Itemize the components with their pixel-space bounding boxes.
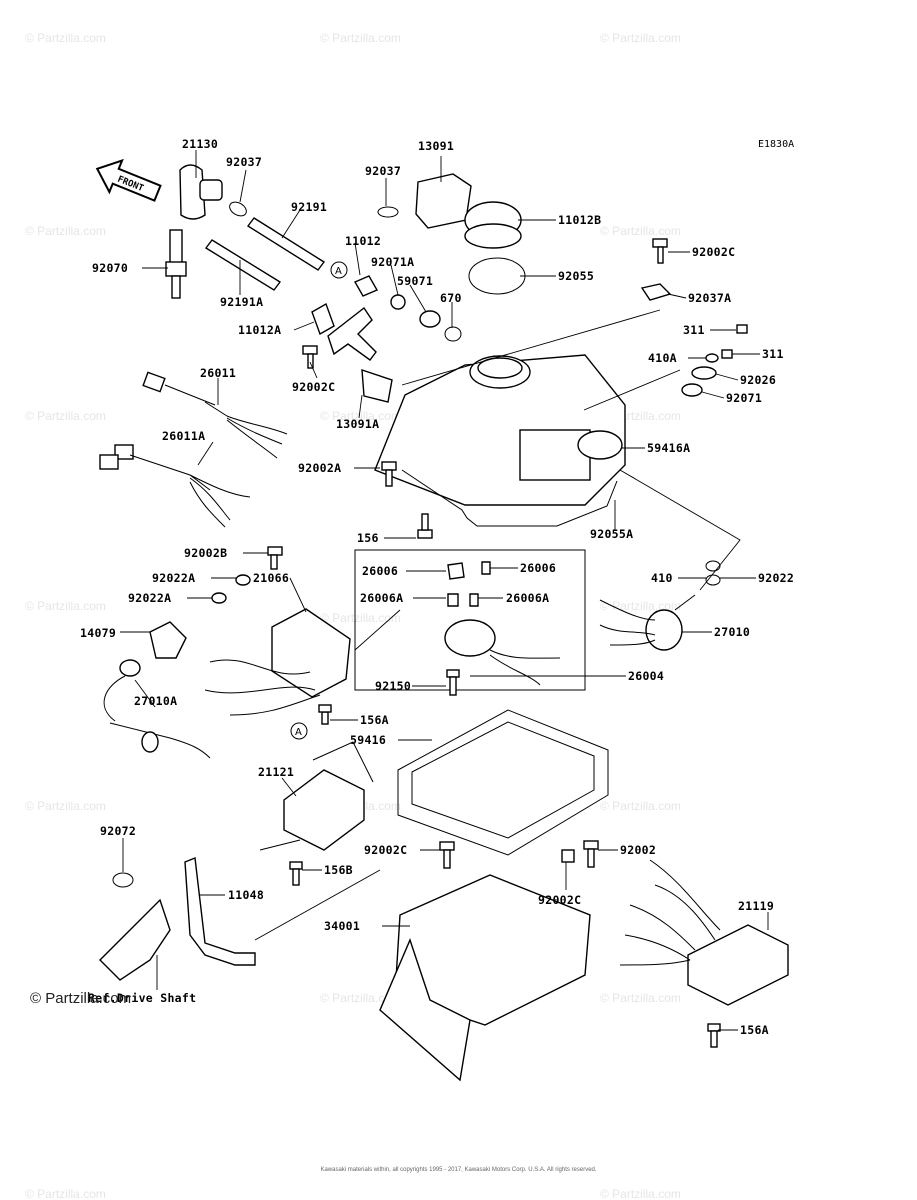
callout-92055a[interactable]: 92055A (590, 527, 633, 541)
callout-21121[interactable]: 21121 (258, 765, 294, 779)
partzilla-brand: © Partzilla.com (30, 990, 132, 1007)
callout-92055[interactable]: 92055 (558, 269, 594, 283)
switch-icon (645, 609, 683, 651)
front-arrow-icon: FRONT (95, 158, 162, 202)
watermark: © Partzilla.com (600, 799, 681, 813)
watermark: © Partzilla.com (600, 991, 681, 1005)
watermark: © Partzilla.com (25, 799, 106, 813)
callout-11012b[interactable]: 11012B (558, 213, 601, 227)
watermark: © Partzilla.com (320, 31, 401, 45)
callout-410[interactable]: 410 (651, 571, 673, 585)
callout-labels: 21130 92037 92191 92037 13091 11012B 110… (80, 137, 794, 1037)
marker-a: A (335, 266, 342, 277)
callout-11012[interactable]: 11012 (345, 234, 381, 248)
callout-59071[interactable]: 59071 (397, 274, 433, 288)
watermark: © Partzilla.com (600, 31, 681, 45)
callout-13091[interactable]: 13091 (418, 139, 454, 153)
callout-14079[interactable]: 14079 (80, 626, 116, 640)
callout-92022a[interactable]: 92022A (128, 591, 171, 605)
callout-11048[interactable]: 11048 (228, 888, 264, 902)
callout-26006a[interactable]: 26006A (360, 591, 403, 605)
callout-92002c[interactable]: 92002C (538, 893, 581, 907)
callout-92002a[interactable]: 92002A (298, 461, 341, 475)
watermarks: © Partzilla.com © Partzilla.com © Partzi… (25, 31, 681, 1200)
callout-92072[interactable]: 92072 (100, 824, 136, 838)
callout-26004[interactable]: 26004 (628, 669, 664, 683)
callout-311[interactable]: 311 (683, 323, 705, 337)
callout-92037[interactable]: 92037 (226, 155, 262, 169)
callout-26011[interactable]: 26011 (200, 366, 236, 380)
leader-lines (120, 150, 769, 1031)
watermark: © Partzilla.com (320, 611, 401, 625)
callout-92071[interactable]: 92071 (726, 391, 762, 405)
callout-311[interactable]: 311 (762, 347, 784, 361)
watermark: © Partzilla.com (25, 599, 106, 613)
callout-92002c[interactable]: 92002C (692, 245, 735, 259)
callout-92037[interactable]: 92037 (365, 164, 401, 178)
callout-26006a[interactable]: 26006A (506, 591, 549, 605)
callout-59416[interactable]: 59416 (350, 733, 386, 747)
callout-156a[interactable]: 156A (740, 1023, 769, 1037)
callout-92022a[interactable]: 92022A (152, 571, 195, 585)
starter-icon (444, 619, 496, 657)
callout-92071a[interactable]: 92071A (371, 255, 414, 269)
watermark: © Partzilla.com (600, 224, 681, 238)
watermark: © Partzilla.com (25, 409, 106, 423)
watermark: © Partzilla.com (320, 409, 401, 423)
callout-92026[interactable]: 92026 (740, 373, 776, 387)
plug-cap-icon (179, 164, 206, 220)
callout-92002c[interactable]: 92002C (292, 380, 335, 394)
callout-92002b[interactable]: 92002B (184, 546, 227, 560)
callout-92070[interactable]: 92070 (92, 261, 128, 275)
callout-27010a[interactable]: 27010A (134, 694, 177, 708)
callout-92150[interactable]: 92150 (375, 679, 411, 693)
callout-26006[interactable]: 26006 (362, 564, 398, 578)
callout-34001[interactable]: 34001 (324, 919, 360, 933)
callout-670[interactable]: 670 (440, 291, 462, 305)
watermark: © Partzilla.com (25, 224, 106, 238)
callout-92022[interactable]: 92022 (758, 571, 794, 585)
watermark: © Partzilla.com (25, 31, 106, 45)
callout-92002[interactable]: 92002 (620, 843, 656, 857)
callout-156a[interactable]: 156A (360, 713, 389, 727)
diagram-code: E1830A (758, 139, 794, 150)
callout-92037a[interactable]: 92037A (688, 291, 731, 305)
connector-marker: A (330, 261, 348, 279)
callout-11012a[interactable]: 11012A (238, 323, 281, 337)
copyright-footer: Kawasaki materials within, all copyright… (320, 1167, 597, 1173)
callout-59416a[interactable]: 59416A (647, 441, 690, 455)
callout-410a[interactable]: 410A (648, 351, 677, 365)
callout-26011a[interactable]: 26011A (162, 429, 205, 443)
callout-26006[interactable]: 26006 (520, 561, 556, 575)
callout-ref-drive-shaft[interactable]: Ref.Drive Shaft (88, 991, 196, 1005)
watermark: © Partzilla.com (600, 1187, 681, 1200)
connector-marker: A (290, 722, 308, 740)
callout-156b[interactable]: 156B (324, 863, 353, 877)
watermark: © Partzilla.com (320, 991, 401, 1005)
callout-92002c[interactable]: 92002C (364, 843, 407, 857)
callout-21066[interactable]: 21066 (253, 571, 289, 585)
watermark: © Partzilla.com (25, 1187, 106, 1200)
marker-a: A (295, 727, 302, 738)
callout-156[interactable]: 156 (357, 531, 379, 545)
callout-92191a[interactable]: 92191A (220, 295, 263, 309)
callout-27010[interactable]: 27010 (714, 625, 750, 639)
callout-21130[interactable]: 21130 (182, 137, 218, 151)
callout-21119[interactable]: 21119 (738, 899, 774, 913)
callout-13091a[interactable]: 13091A (336, 417, 379, 431)
callout-92191[interactable]: 92191 (291, 200, 327, 214)
part-shapes (99, 164, 789, 1082)
cdi-unit-icon (687, 924, 789, 1006)
ignition-coil-icon (283, 769, 365, 851)
